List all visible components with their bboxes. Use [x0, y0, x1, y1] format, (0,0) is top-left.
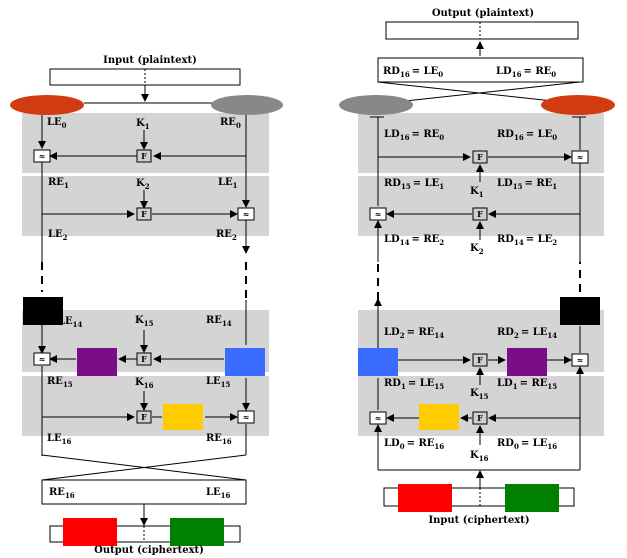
label-dec-k16: K16: [470, 450, 489, 463]
label-k1: K1: [136, 118, 150, 131]
label-ld16-re0: LD16= RE0: [384, 129, 444, 142]
svg-text:≈: ≈: [243, 412, 250, 422]
label-rd1-le15: RD1= LE15: [384, 378, 444, 391]
dec-f-function-round-2: F: [472, 207, 488, 221]
dec-yellow-block: [419, 404, 459, 430]
green-block-output: [170, 518, 224, 546]
label-ld1-re15: LD1= RE15: [497, 378, 557, 391]
red-block-output: [63, 518, 117, 546]
yellow-block: [163, 404, 203, 430]
label-k15: K15: [135, 315, 154, 328]
dec-black-block: [560, 297, 600, 325]
right-half-ellipse: [211, 95, 283, 115]
svg-text:≈: ≈: [577, 355, 584, 365]
label-re2: RE2: [216, 229, 237, 242]
label-re15: RE15: [47, 376, 73, 389]
dec-xor-round-15: ≈: [571, 353, 589, 367]
xor-round-15: ≈: [33, 352, 51, 366]
svg-text:F: F: [477, 209, 483, 219]
svg-text:≈: ≈: [375, 209, 382, 219]
xor-round-16: ≈: [237, 410, 255, 424]
encryption-panel: Input (plaintext) LE0 RE0 K1 F: [10, 55, 283, 556]
label-le2: LE2: [48, 229, 68, 242]
svg-text:F: F: [477, 413, 483, 423]
svg-text:≈: ≈: [39, 151, 46, 161]
label-dec-k2: K2: [470, 243, 484, 256]
dec-green-block: [505, 484, 559, 512]
dec-left-ellipse: [339, 95, 413, 115]
label-k2: K2: [136, 178, 150, 191]
label-le0: LE0: [47, 117, 67, 130]
svg-text:≈: ≈: [375, 413, 382, 423]
dec-xor-round-1: ≈: [571, 150, 589, 164]
label-rd14-le2: RD14= LE2: [497, 234, 557, 247]
dec-blue-block: [358, 348, 398, 376]
label-ld14-re2: LD14= RE2: [384, 234, 444, 247]
label-rd15-le1: RD15= LE1: [384, 178, 444, 191]
label-le16: LE16: [47, 433, 72, 446]
label-k16: K16: [135, 377, 154, 390]
svg-text:≈: ≈: [577, 152, 584, 162]
label-ld16-re0-top: LD16= RE0: [496, 66, 556, 79]
label-out-le16: LE16: [206, 487, 231, 500]
dec-purple-block: [507, 348, 547, 376]
svg-text:≈: ≈: [243, 209, 250, 219]
dec-round-1-band: [358, 113, 604, 173]
label-out-re16: RE16: [49, 487, 75, 500]
f-function-round-1: F: [136, 149, 152, 163]
label-re0: RE0: [220, 117, 241, 130]
dec-f-function-round-1: F: [472, 150, 488, 164]
dec-xor-round-2: ≈: [369, 207, 387, 221]
black-block: [23, 297, 63, 325]
input-ciphertext-title: Input (ciphertext): [428, 515, 529, 526]
label-le14: LE14: [58, 316, 83, 329]
left-half-ellipse: [10, 95, 84, 115]
label-dec-k1: K1: [470, 186, 484, 199]
label-re1: RE1: [48, 177, 69, 190]
xor-round-2: ≈: [237, 207, 255, 221]
label-le1: LE1: [218, 177, 238, 190]
label-re14: RE14: [206, 315, 232, 328]
label-rd16-le0-top: RD16= LE0: [383, 66, 443, 79]
label-re16: RE16: [206, 433, 232, 446]
label-rd16-le0: RD16= LE0: [497, 129, 557, 142]
label-rd0-le16: RD0= LE16: [497, 438, 557, 451]
xor-round-1: ≈: [33, 149, 51, 163]
svg-text:F: F: [141, 151, 147, 161]
f-function-round-2: F: [136, 207, 152, 221]
output-plaintext-box: [385, 21, 579, 40]
dec-right-ellipse: [541, 95, 615, 115]
svg-text:F: F: [477, 152, 483, 162]
decryption-panel: Output (plaintext) RD16= LE0 LD16= RE0 L…: [339, 8, 615, 526]
dec-f-function-round-15: F: [472, 353, 488, 367]
svg-text:F: F: [141, 354, 147, 364]
label-ld2-re14: LD2= RE14: [384, 327, 444, 340]
svg-text:F: F: [141, 412, 147, 422]
label-dec-k15: K15: [470, 388, 489, 401]
svg-text:F: F: [141, 209, 147, 219]
output-plaintext-title: Output (plaintext): [432, 8, 534, 19]
label-le15: LE15: [206, 376, 231, 389]
input-plaintext-title: Input (plaintext): [103, 55, 197, 66]
purple-block: [77, 348, 117, 376]
f-function-round-16: F: [136, 410, 152, 424]
f-function-round-15: F: [136, 352, 152, 366]
blue-block: [225, 348, 265, 376]
svg-text:F: F: [477, 355, 483, 365]
label-ld0-re16: LD0= RE16: [384, 438, 444, 451]
label-ld15-re1: LD15= RE1: [497, 178, 557, 191]
label-rd2-le14: RD2= LE14: [497, 327, 557, 340]
svg-text:≈: ≈: [39, 354, 46, 364]
output-ciphertext-title: Output (ciphertext): [94, 545, 204, 556]
dec-red-block: [398, 484, 452, 512]
top-halves-box: [377, 57, 584, 83]
dec-xor-round-16: ≈: [369, 411, 387, 425]
dec-f-function-round-16: F: [472, 411, 488, 425]
